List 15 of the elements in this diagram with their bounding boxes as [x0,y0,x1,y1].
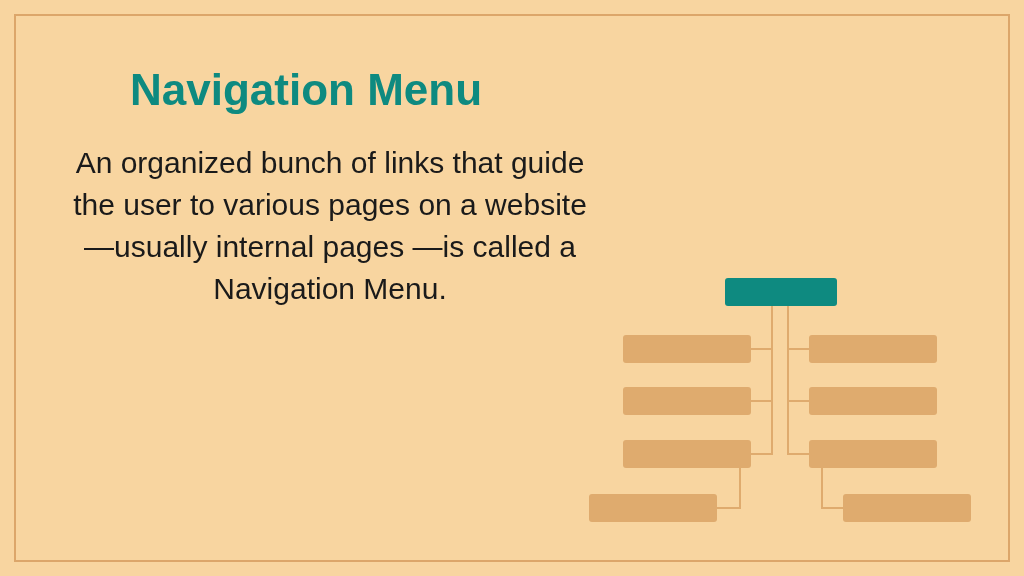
connector-line [716,467,741,509]
menu-item-box [809,440,937,468]
title: Navigation Menu [130,64,483,116]
connector-line [750,305,773,455]
menu-item-box [623,335,751,363]
connector-line [821,467,844,509]
menu-item-box [623,440,751,468]
description-paragraph: An organized bunch of links that guide the user to various pages on a website—usually internal pages —is called a Navigation Menu. [72,145,588,307]
menu-item-box [589,494,717,522]
menu-item-box [809,335,937,363]
menu-item-box [623,387,751,415]
menu-item-box [809,387,937,415]
connector-line [787,305,810,455]
menu-item-box [843,494,971,522]
menu-root-box [725,278,837,306]
